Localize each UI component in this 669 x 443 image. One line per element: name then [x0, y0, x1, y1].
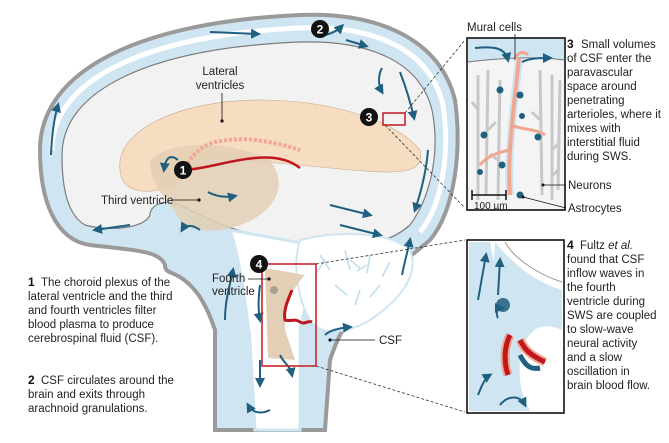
svg-text:neural activity: neural activity [567, 338, 638, 350]
svg-text:blood plasma to produce: blood plasma to produce [28, 319, 154, 331]
caption-1: 1 The choroid plexus of the lateral vent… [28, 275, 172, 345]
svg-text:interstitial fluid: interstitial fluid [567, 137, 640, 149]
csf-flow-arrows [50, 23, 429, 414]
badge-2: 2 [311, 20, 329, 38]
svg-text:brain and exits through: brain and exits through [28, 389, 145, 401]
svg-text:oscillation in: oscillation in [567, 366, 630, 378]
svg-text:found that CSF: found that CSF [567, 254, 644, 266]
svg-text:and a slow: and a slow [567, 352, 623, 364]
inset-3-panel: 100 µm [466, 37, 566, 212]
label-fourth-ventricle: Fourth ventricle [212, 273, 271, 298]
svg-text:lateral ventricle and the thir: lateral ventricle and the third [28, 291, 172, 303]
svg-text:1: 1 [28, 275, 35, 289]
svg-text:mixes with: mixes with [567, 123, 621, 135]
svg-text:100 µm: 100 µm [474, 201, 508, 212]
svg-text:and fourth ventricles filter: and fourth ventricles filter [28, 305, 157, 317]
svg-text:4: 4 [256, 258, 263, 272]
svg-text:of CSF enter the: of CSF enter the [567, 53, 651, 65]
svg-text:to slow-wave: to slow-wave [567, 324, 633, 336]
zoom-box-4 [261, 263, 317, 367]
svg-text:Neurons: Neurons [568, 180, 612, 192]
svg-text:CSF circulates around the: CSF circulates around the [41, 375, 174, 387]
svg-text:SWS are coupled: SWS are coupled [567, 310, 657, 322]
caption-4: 4 Fultz et al. found that CSF inflow wav… [567, 238, 657, 392]
svg-text:paravascular: paravascular [567, 67, 633, 79]
label-mural-cells: Mural cells [467, 22, 522, 60]
svg-text:4: 4 [567, 238, 574, 252]
label-third-ventricle: Third ventricle [101, 195, 201, 207]
fourth-ventricle-dot [270, 286, 278, 294]
svg-text:the fourth: the fourth [567, 282, 616, 294]
svg-text:ventricles: ventricles [196, 80, 245, 92]
fourth-ventricle-plexus [283, 289, 313, 325]
label-neurons: Neurons [541, 180, 612, 192]
label-csf: CSF [328, 335, 402, 347]
choroid-plexus-vessel [184, 156, 301, 172]
svg-text:CSF: CSF [379, 335, 402, 347]
caption-2: 2 CSF circulates around the brain and ex… [28, 373, 174, 415]
svg-text:brain blood flow.: brain blood flow. [567, 380, 650, 392]
inset-4-panel [466, 239, 565, 414]
zoom-box-3 [382, 112, 406, 126]
svg-text:2: 2 [28, 373, 35, 387]
zoom-leader-lines [315, 39, 466, 413]
svg-text:arterioles, where it: arterioles, where it [567, 109, 662, 121]
dura-band [49, 25, 449, 234]
svg-text:space around: space around [567, 81, 637, 93]
svg-text:arachnoid granulations.: arachnoid granulations. [28, 403, 148, 415]
svg-text:The choroid plexus of the: The choroid plexus of the [41, 277, 170, 289]
caption-3: 3 Small volumes of CSF enter the paravas… [567, 37, 662, 163]
label-astrocytes: Astrocytes [521, 195, 622, 215]
svg-text:3: 3 [567, 37, 574, 51]
svg-text:ventricle during: ventricle during [567, 296, 645, 308]
svg-text:Fourth: Fourth [212, 273, 245, 285]
cerebellum [295, 233, 414, 333]
svg-text:Lateral: Lateral [202, 66, 237, 78]
svg-text:2: 2 [317, 23, 324, 37]
svg-text:Mural cells: Mural cells [467, 22, 522, 34]
svg-text:cerebrospinal fluid (CSF).: cerebrospinal fluid (CSF). [28, 333, 158, 345]
badge-3: 3 [360, 108, 378, 126]
svg-text:Astrocytes: Astrocytes [568, 203, 622, 215]
badge-1: 1 [174, 161, 192, 179]
label-lateral-ventricles: Lateral ventricles [196, 66, 245, 123]
svg-text:during SWS.: during SWS. [567, 151, 632, 163]
svg-text:ventricle: ventricle [212, 286, 255, 298]
svg-text:3: 3 [366, 111, 373, 125]
svg-text:1: 1 [180, 164, 187, 178]
svg-text:Small volumes: Small volumes [581, 39, 656, 51]
svg-text:inflow waves in: inflow waves in [567, 268, 644, 280]
svg-text:Third ventricle: Third ventricle [101, 195, 173, 207]
svg-text:penetrating: penetrating [567, 95, 625, 107]
svg-text:Fultz et al.: Fultz et al. [580, 240, 633, 252]
badge-4: 4 [250, 255, 268, 273]
scale-bar: 100 µm [471, 190, 508, 212]
